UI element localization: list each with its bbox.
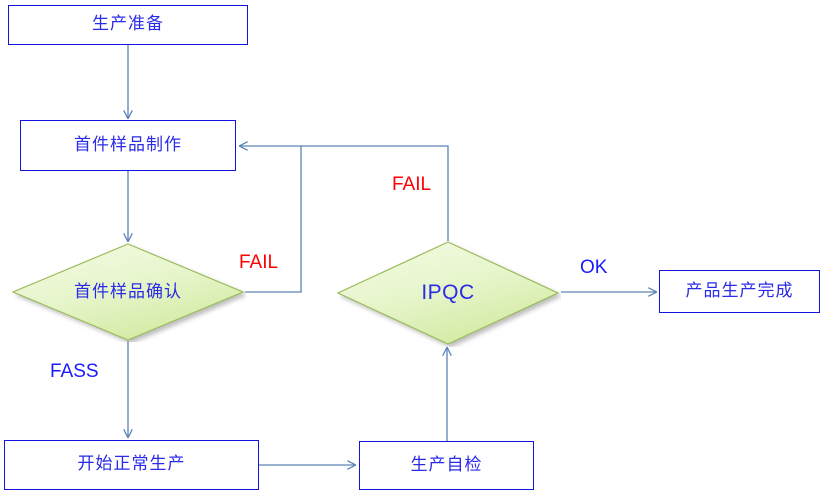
- edge-label-ipqc-fail: FAIL: [392, 174, 432, 195]
- node-normal-production[interactable]: 开始正常生产: [4, 440, 259, 490]
- node-sample[interactable]: 首件样品制作: [20, 120, 236, 171]
- node-sample-label: 首件样品制作: [74, 134, 182, 155]
- edge-label-confirm-fail: FAIL: [239, 252, 279, 273]
- diamond-shape: [336, 241, 560, 345]
- node-first-article-confirm-label: 首件样品确认: [74, 281, 182, 302]
- node-first-article-confirm[interactable]: 首件样品确认: [10, 242, 246, 342]
- node-self-check[interactable]: 生产自检: [359, 441, 534, 490]
- edge-label-ipqc-ok: OK: [580, 257, 608, 278]
- node-prep[interactable]: 生产准备: [8, 5, 248, 45]
- node-ipqc[interactable]: IPQC: [335, 240, 561, 347]
- diamond-shape: [11, 243, 245, 341]
- node-production-done[interactable]: 产品生产完成: [659, 270, 820, 313]
- node-ipqc-label: IPQC: [421, 281, 475, 305]
- edge-label-confirm-pass: FASS: [50, 361, 99, 382]
- node-normal-production-label: 开始正常生产: [77, 454, 186, 475]
- node-prep-label: 生产准备: [92, 14, 164, 35]
- node-production-done-label: 产品生产完成: [685, 280, 794, 301]
- node-self-check-label: 生产自检: [410, 454, 483, 475]
